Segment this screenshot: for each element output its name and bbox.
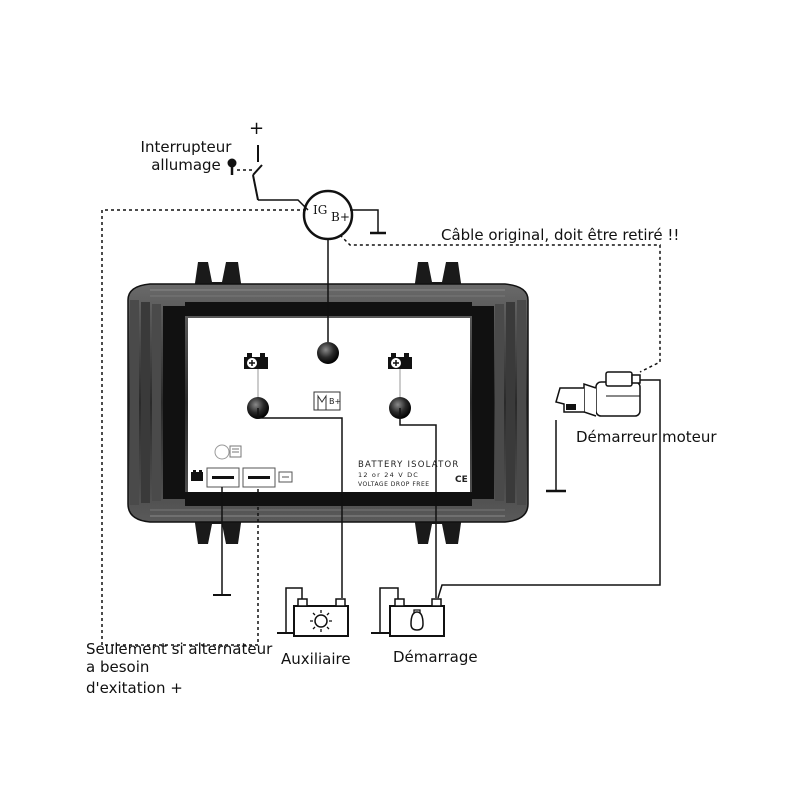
ce-mark: CE	[455, 475, 468, 485]
mounting-tab-top-left	[194, 262, 242, 290]
wire-switch-to-ig	[258, 199, 309, 211]
mounting-tab-top-right	[414, 262, 462, 290]
dashed-original-cable	[339, 234, 661, 373]
isolator-battery-symbol-right	[388, 353, 412, 369]
alternator-ig-label: IG	[313, 203, 327, 217]
alternator-bplus-label: B+	[331, 210, 350, 224]
starter-motor	[555, 371, 641, 417]
excitation-note-line2: a besoin	[86, 658, 150, 676]
isolator-battery-symbol-left	[244, 353, 268, 369]
excitation-note-line3: d'exitation +	[86, 679, 183, 697]
small-connector-icon	[214, 444, 242, 460]
dashed-excitation-wire	[101, 209, 306, 646]
isolator-title: BATTERY ISOLATOR	[358, 460, 460, 470]
alternator-symbol-icon	[313, 391, 341, 411]
mounting-tab-bottom-left	[194, 516, 242, 544]
ignition-switch-label: Interrupteur allumage	[130, 138, 242, 174]
plus-sign-label: +	[249, 118, 265, 139]
terminal-center	[317, 342, 339, 364]
starter-motor-label: Démarreur moteur	[576, 428, 717, 446]
connector-block-left	[206, 467, 240, 488]
excitation-note-label: Seulement si alternateur a besoin d'exit…	[86, 640, 272, 697]
engine-icon	[410, 609, 424, 631]
battery-minus-icon	[191, 470, 203, 481]
original-cable-label: Câble original, doit être retiré !!	[441, 226, 680, 244]
isolator-drop: VOLTAGE DROP FREE	[358, 481, 430, 488]
wire-alternator-ground	[350, 209, 379, 232]
ignition-switch	[227, 145, 263, 201]
wire-right-terminal	[399, 408, 437, 598]
wire-start-battery-ground	[379, 587, 399, 632]
wire-to-aux-battery	[257, 408, 343, 598]
isolator-voltage: 12 or 24 V DC	[358, 471, 419, 479]
wire-starter-to-battery	[437, 379, 661, 599]
aux-battery-label: Auxiliaire	[281, 650, 351, 668]
ignition-switch-label-line2: allumage	[151, 156, 221, 174]
ignition-switch-label-line1: Interrupteur	[140, 138, 232, 156]
mounting-tab-bottom-right	[414, 516, 462, 544]
excitation-note-line1: Seulement si alternateur	[86, 640, 273, 658]
excitation-icon	[278, 471, 293, 483]
lamp-icon	[310, 610, 332, 632]
center-terminal-label: B+	[329, 397, 341, 406]
connector-block-right	[242, 467, 276, 488]
wire-aux-battery-ground	[285, 587, 303, 632]
start-battery-label: Démarrage	[393, 648, 478, 666]
